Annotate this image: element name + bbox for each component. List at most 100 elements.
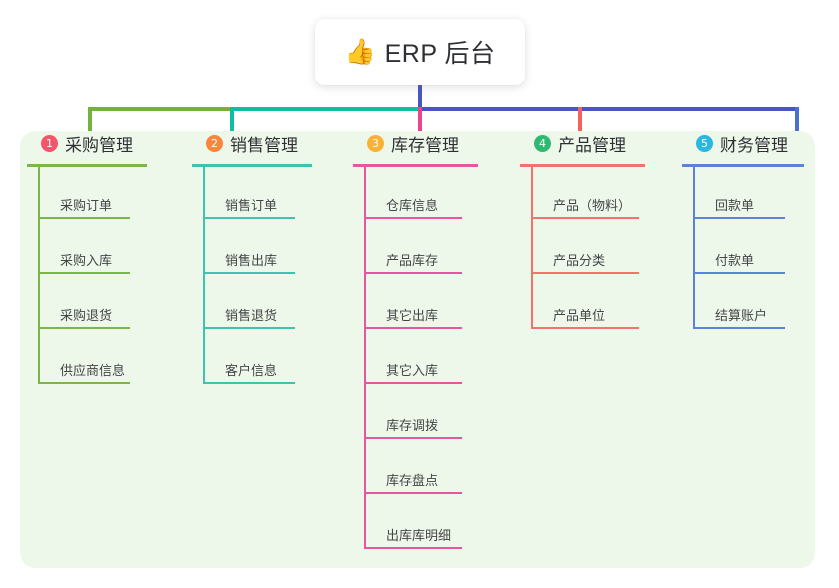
- leaf-item[interactable]: 库存调拨: [364, 384, 462, 439]
- leaf-item-rule: [38, 217, 130, 219]
- leaf-item-rule: [364, 272, 462, 274]
- leaf-item[interactable]: 产品分类: [531, 219, 639, 274]
- leaf-item-label: 销售订单: [225, 198, 278, 213]
- leaf-item-label: 供应商信息: [60, 363, 126, 378]
- leaf-item-rule: [364, 382, 462, 384]
- bus-segment-teal: [230, 107, 420, 111]
- leaf-item-rule: [364, 327, 462, 329]
- bus-segment-green: [88, 107, 230, 111]
- leaf-item[interactable]: 销售订单: [203, 164, 295, 219]
- leaf-item-rule: [531, 272, 639, 274]
- leaf-item-rule: [203, 327, 295, 329]
- branch-number-badge: 4: [534, 134, 551, 152]
- drop-purchase: [88, 107, 92, 140]
- branch-header-product[interactable]: 4 产品管理: [520, 131, 626, 155]
- leaf-item[interactable]: 其它出库: [364, 274, 462, 329]
- leaf-item-label: 出库库明细: [386, 528, 452, 543]
- leaf-item[interactable]: 销售出库: [203, 219, 295, 274]
- leaf-item-label: 产品单位: [553, 308, 606, 323]
- leaf-item-rule: [531, 217, 639, 219]
- branch-stem: [693, 164, 695, 329]
- leaf-item-label: 产品库存: [386, 253, 439, 268]
- leaf-item-label: 采购入库: [60, 253, 113, 268]
- leaf-item[interactable]: 出库库明细: [364, 494, 462, 549]
- branch-stem: [203, 164, 205, 384]
- leaf-item-rule: [364, 547, 462, 549]
- leaf-item-rule: [38, 382, 130, 384]
- leaf-item-rule: [364, 492, 462, 494]
- branch-title: 采购管理: [65, 135, 133, 155]
- leaf-item-rule: [531, 327, 639, 329]
- branch-header-purchase[interactable]: 1 采购管理: [27, 131, 133, 155]
- drop-sales: [230, 107, 234, 140]
- branch-number-badge: 5: [696, 134, 713, 152]
- leaf-item-label: 其它入库: [386, 363, 439, 378]
- leaf-item-rule: [203, 217, 295, 219]
- leaf-item-label: 采购订单: [60, 198, 113, 213]
- leaf-item[interactable]: 采购入库: [38, 219, 130, 274]
- thumbs-up-icon: 👍: [344, 37, 376, 66]
- root-node-card[interactable]: 👍 ERP 后台: [315, 19, 525, 85]
- branch-column-finance: 5 财务管理回款单付款单结算账户: [682, 131, 804, 329]
- branch-column-purchase: 1 采购管理采购订单采购入库采购退货供应商信息: [27, 131, 147, 384]
- branch-header-rule: [353, 164, 478, 167]
- leaf-item[interactable]: 回款单: [693, 164, 785, 219]
- branch-header-rule: [27, 164, 147, 167]
- branch-number-badge: 3: [367, 134, 384, 152]
- branch-column-product: 4 产品管理产品（物料） 产品分类产品单位: [520, 131, 645, 329]
- leaf-item[interactable]: 库存盘点: [364, 439, 462, 494]
- leaf-item-label: 回款单: [715, 198, 755, 213]
- leaf-item[interactable]: 产品库存: [364, 219, 462, 274]
- leaf-item[interactable]: 仓库信息: [364, 164, 462, 219]
- leaf-item-label: 销售退货: [225, 308, 278, 323]
- trunk-vertical-line: [418, 85, 422, 109]
- branch-number-badge: 1: [41, 134, 58, 152]
- leaf-item-rule: [693, 272, 785, 274]
- leaf-item-rule: [693, 217, 785, 219]
- leaf-item[interactable]: 其它入库: [364, 329, 462, 384]
- leaf-item-label: 其它出库: [386, 308, 439, 323]
- leaf-item[interactable]: 供应商信息: [38, 329, 130, 384]
- leaf-item-label: 产品分类: [553, 253, 606, 268]
- root-node-title: ERP 后台: [384, 40, 496, 68]
- leaf-item-rule: [364, 217, 462, 219]
- leaf-item-rule: [203, 272, 295, 274]
- leaf-item-rule: [364, 437, 462, 439]
- drop-product: [578, 107, 582, 140]
- leaf-item-label: 结算账户: [715, 308, 768, 323]
- leaf-item-label: 产品（物料）: [553, 198, 632, 213]
- leaf-item-label: 客户信息: [225, 363, 278, 378]
- branch-stem: [364, 164, 366, 549]
- leaf-item[interactable]: 付款单: [693, 219, 785, 274]
- leaf-item-rule: [203, 382, 295, 384]
- drop-inventory: [418, 107, 422, 140]
- leaf-item[interactable]: 采购订单: [38, 164, 130, 219]
- leaf-item-rule: [38, 327, 130, 329]
- branch-header-rule: [682, 164, 804, 167]
- leaf-item-label: 仓库信息: [386, 198, 439, 213]
- leaf-item-label: 采购退货: [60, 308, 113, 323]
- branch-title: 财务管理: [720, 135, 788, 155]
- leaf-item[interactable]: 客户信息: [203, 329, 295, 384]
- leaf-item[interactable]: 产品（物料）: [531, 164, 639, 219]
- bus-segment-blue: [420, 107, 799, 111]
- branch-header-rule: [192, 164, 312, 167]
- leaf-item-label: 付款单: [715, 253, 755, 268]
- branch-header-finance[interactable]: 5 财务管理: [682, 131, 788, 155]
- leaf-item-label: 库存盘点: [386, 473, 439, 488]
- leaf-item[interactable]: 产品单位: [531, 274, 639, 329]
- leaf-item-rule: [693, 327, 785, 329]
- branch-title: 产品管理: [558, 135, 626, 155]
- leaf-item[interactable]: 采购退货: [38, 274, 130, 329]
- leaf-item[interactable]: 结算账户: [693, 274, 785, 329]
- branch-stem: [531, 164, 533, 329]
- leaf-item[interactable]: 销售退货: [203, 274, 295, 329]
- branch-title: 销售管理: [230, 135, 298, 155]
- branch-header-rule: [520, 164, 645, 167]
